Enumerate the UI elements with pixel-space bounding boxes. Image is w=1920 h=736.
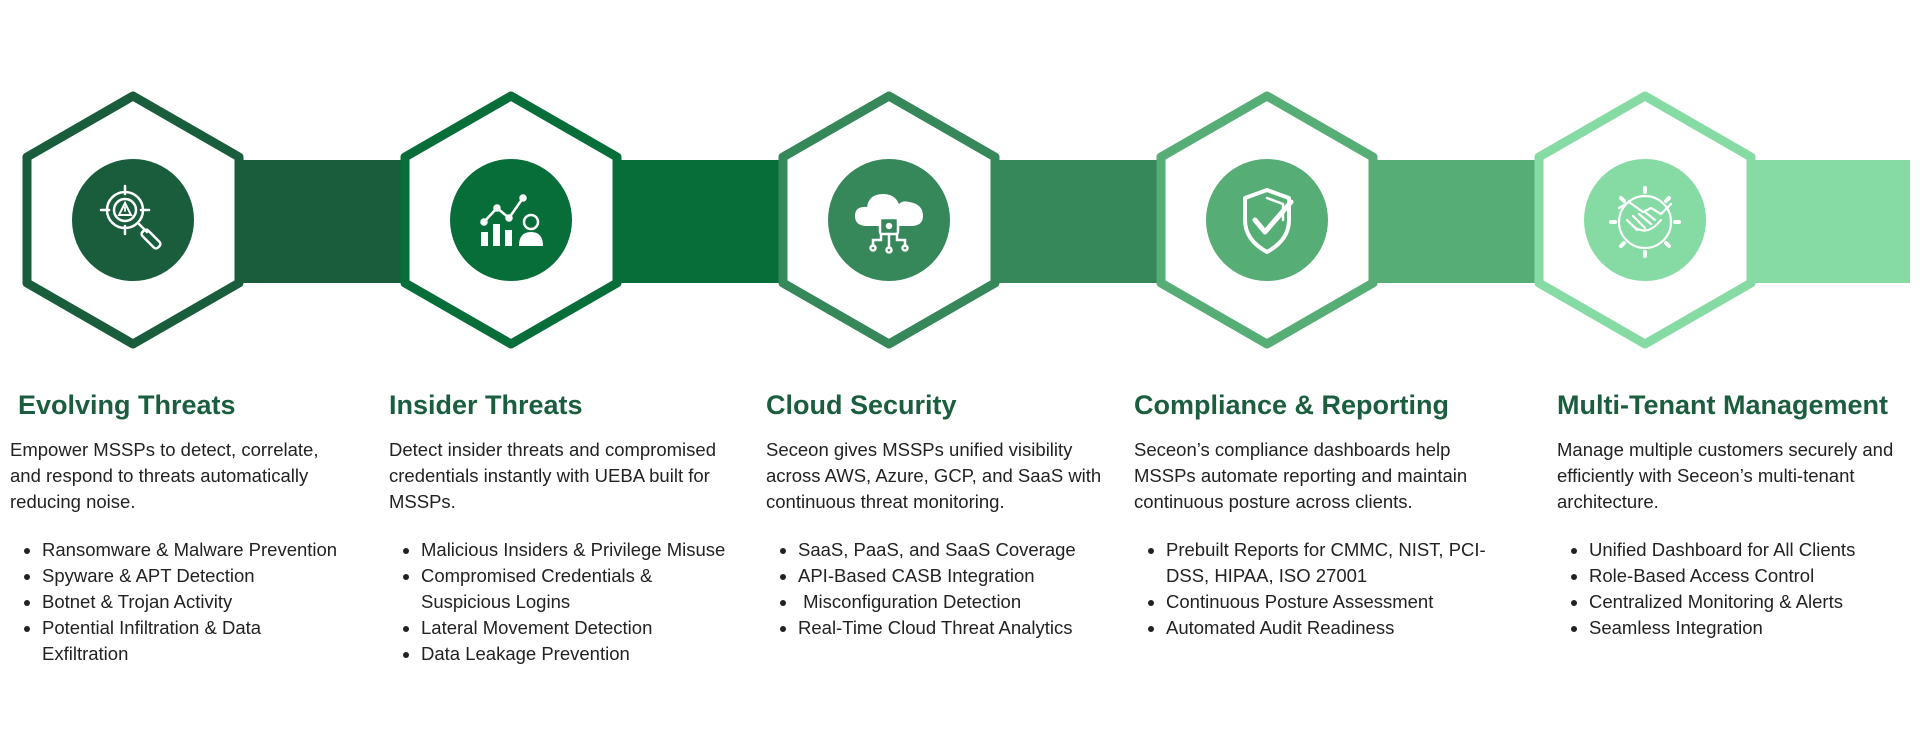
stage-bullet-list: Prebuilt Reports for CMMC, NIST, PCI-DSS… — [1134, 537, 1494, 641]
stage-title: Insider Threats — [389, 390, 583, 420]
list-item: Data Leakage Prevention — [421, 641, 729, 667]
icon-circle-5 — [1584, 159, 1706, 281]
connector-bar-5 — [1752, 160, 1910, 283]
stage-column-1: Evolving Threats Empower MSSPs to detect… — [10, 385, 350, 667]
stage-column-4: Compliance & Reporting Seceon’s complian… — [1134, 385, 1494, 641]
icon-circle-4 — [1206, 159, 1328, 281]
stage-bullet-list: SaaS, PaaS, and SaaS Coverage API-Based … — [766, 537, 1116, 641]
stage-description: Empower MSSPs to detect, correlate, and … — [10, 439, 319, 512]
target-warning-magnifier-icon — [99, 184, 162, 250]
icon-circle-2 — [450, 159, 572, 281]
list-item: Continuous Posture Assessment — [1166, 589, 1494, 615]
stage-column-2: Insider Threats Detect insider threats a… — [389, 385, 729, 667]
stage-title: Compliance & Reporting — [1134, 390, 1450, 420]
stage-description: Seceon’s compliance dashboards help MSSP… — [1134, 439, 1468, 512]
list-item: Misconfiguration Detection — [798, 589, 1116, 615]
list-item: Compromised Credentials & Suspicious Log… — [421, 563, 729, 615]
stage-title: Cloud Security — [766, 390, 957, 420]
list-item: Seamless Integration — [1589, 615, 1912, 641]
connector-bar-1 — [240, 160, 405, 283]
stage-title: Evolving Threats — [18, 390, 236, 420]
list-item: Unified Dashboard for All Clients — [1589, 537, 1912, 563]
icon-circle-3 — [828, 159, 950, 281]
connector-bar-3 — [996, 160, 1164, 283]
stage-bullet-list: Malicious Insiders & Privilege Misuse Co… — [389, 537, 729, 667]
stage-bullet-list: Ransomware & Malware Prevention Spyware … — [10, 537, 350, 667]
stage-description: Seceon gives MSSPs unified visibility ac… — [766, 439, 1102, 512]
list-item: Lateral Movement Detection — [421, 615, 729, 641]
cloud-lock-icon — [855, 194, 923, 254]
stage-title: Multi-Tenant Management — [1557, 390, 1889, 420]
list-item: SaaS, PaaS, and SaaS Coverage — [798, 537, 1116, 563]
icon-circle-1 — [72, 159, 194, 281]
stage-column-3: Cloud Security Seceon gives MSSPs unifie… — [766, 385, 1116, 641]
list-item: Automated Audit Readiness — [1166, 615, 1494, 641]
list-item: Ransomware & Malware Prevention — [42, 537, 350, 563]
stage-description: Detect insider threats and compromised c… — [389, 439, 716, 512]
shield-check-icon — [1243, 188, 1294, 254]
connector-bar-2 — [618, 160, 786, 283]
stage-column-5: Multi-Tenant Management Manage multiple … — [1557, 385, 1912, 641]
list-item: Real-Time Cloud Threat Analytics — [798, 615, 1116, 641]
list-item: Botnet & Trojan Activity — [42, 589, 350, 615]
list-item: Role-Based Access Control — [1589, 563, 1912, 589]
list-item: Prebuilt Reports for CMMC, NIST, PCI-DSS… — [1166, 537, 1494, 589]
stage-bullet-list: Unified Dashboard for All Clients Role-B… — [1557, 537, 1912, 641]
list-item: Centralized Monitoring & Alerts — [1589, 589, 1912, 615]
stage-description: Manage multiple customers securely and e… — [1557, 439, 1894, 512]
list-item: Potential Infiltration & Data Exfiltrati… — [42, 615, 350, 667]
handshake-gear-icon — [1609, 186, 1681, 258]
list-item: Malicious Insiders & Privilege Misuse — [421, 537, 729, 563]
chart-user-icon — [480, 194, 543, 246]
connector-bar-4 — [1374, 160, 1542, 283]
list-item: API-Based CASB Integration — [798, 563, 1116, 589]
list-item: Spyware & APT Detection — [42, 563, 350, 589]
